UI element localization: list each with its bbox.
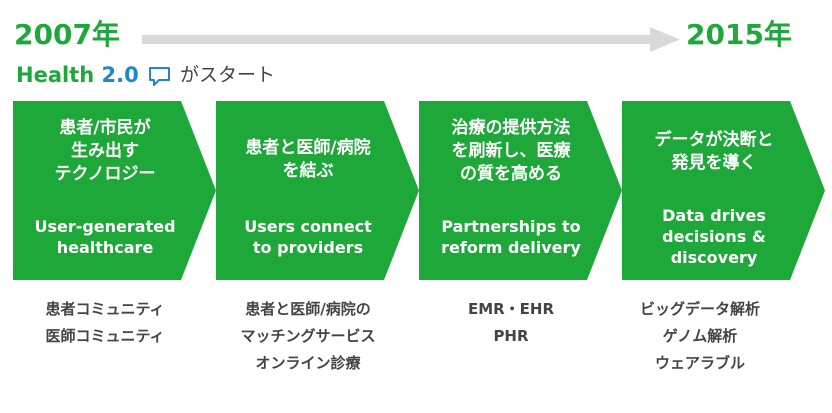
chevron-arrow-shape — [13, 101, 216, 280]
subtitle: がスタート — [180, 64, 276, 86]
step-2-examples: 患者と医師/病院の マッチングサービス オンライン診療 — [216, 296, 400, 377]
health-version: 2.0 — [101, 63, 139, 87]
example-item: 患者コミュニティ — [45, 300, 165, 318]
step-2-japanese-label: 患者と医師/病院 を結ぶ — [245, 138, 371, 181]
health-label: Health — [16, 63, 102, 87]
example-item: 医師コミュニティ — [45, 327, 165, 345]
start-year: 2007年 — [14, 18, 120, 51]
step-2: 患者と医師/病院 を結ぶ Users connect to providers — [216, 101, 419, 280]
step-4-japanese-label: データが決断と 発見を導く — [654, 130, 774, 173]
step-3: 治療の提供方法 を刷新し、医療 の質を高める Partnerships to r… — [419, 101, 622, 280]
step-1: 患者/市民が 生み出す テクノロジー User-generated health… — [13, 101, 216, 280]
timeline-arrow — [142, 27, 680, 52]
step-3-examples: EMR・EHR PHR — [419, 296, 603, 350]
chat-bubble-icon — [149, 67, 170, 86]
chevron-arrow-shape — [622, 101, 825, 280]
example-item: EMR・EHR — [467, 300, 555, 318]
step-1-english-label: User-generated healthcare — [34, 217, 176, 257]
end-year: 2015年 — [686, 18, 792, 51]
example-item: マッチングサービス — [240, 327, 376, 345]
example-item: オンライン診療 — [255, 354, 361, 372]
example-item: PHR — [493, 327, 529, 345]
health-2-0-title: Health 2.0 — [16, 62, 139, 88]
example-item: ゲノム解析 — [662, 327, 738, 345]
step-1-examples: 患者コミュニティ 医師コミュニティ — [13, 296, 197, 350]
chevron-arrow-shape — [216, 101, 419, 280]
chevron-arrow-shape — [419, 101, 622, 280]
step-4-examples: ビッグデータ解析 ゲノム解析 ウェアラブル — [608, 296, 792, 377]
step-3-english-label: Partnerships to reform delivery — [441, 217, 581, 257]
step-4-english-label: Data drives decisions & discovery — [662, 206, 766, 267]
step-3-japanese-label: 治療の提供方法 を刷新し、医療 の質を高める — [451, 118, 571, 184]
step-2-english-label: Users connect to providers — [244, 217, 372, 257]
example-item: ウェアラブル — [654, 354, 745, 372]
step-1-japanese-label: 患者/市民が 生み出す テクノロジー — [54, 118, 156, 184]
step-4: データが決断と 発見を導く Data drives decisions & di… — [622, 101, 825, 280]
example-item: ビッグデータ解析 — [639, 300, 760, 318]
example-item: 患者と医師/病院の — [245, 300, 371, 318]
